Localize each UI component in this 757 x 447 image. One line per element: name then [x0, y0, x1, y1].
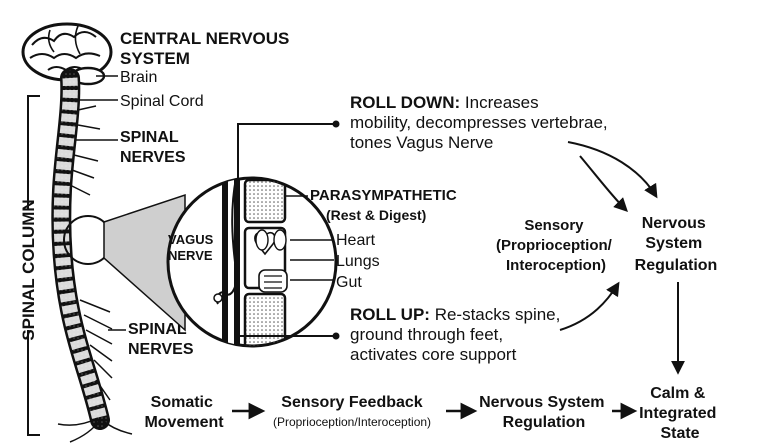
spine-icon — [51, 68, 133, 443]
calm-integrated-state-label: Calm & Integrated State — [639, 385, 721, 442]
nervous-system-regulation-bottom: Nervous System Regulation — [479, 394, 609, 431]
heart-label: Heart — [336, 232, 376, 249]
roll-up-text: ROLL UP: Re-stacks spine, ground through… — [350, 305, 565, 364]
rest-digest-label: (Rest & Digest) — [326, 207, 426, 223]
sensory-label: Sensory (Proprioception/ Interoception) — [496, 217, 616, 274]
brain-label: Brain — [120, 69, 157, 86]
spinal-nerves-upper-label: SPINAL NERVES — [120, 129, 186, 166]
roll-connectors — [237, 120, 340, 346]
somatic-movement-label: Somatic Movement — [144, 394, 224, 431]
sensory-feedback-label: Sensory Feedback — [281, 394, 423, 411]
lungs-label: Lungs — [336, 253, 380, 270]
lungs-icon — [255, 229, 287, 251]
parasympathetic-label: PARASYMPATHETIC — [310, 187, 457, 204]
magnification-callout — [63, 176, 338, 348]
spinal-column-bracket — [18, 95, 40, 436]
roll-down-text: ROLL DOWN: Increases mobility, decompres… — [350, 93, 612, 152]
spinal-column-label: SPINAL COLUMN — [19, 199, 38, 340]
cns-title: CENTRAL NERVOUS SYSTEM — [120, 29, 294, 68]
vagus-nerve-label: VAGUS NERVE — [168, 232, 217, 263]
cns-leader-lines — [80, 75, 126, 331]
gut-icon — [258, 269, 288, 293]
spinal-nerves-lower-label: SPINAL NERVES — [128, 321, 194, 358]
gut-label: Gut — [336, 274, 362, 291]
spinal-cord-label: Spinal Cord — [120, 93, 204, 110]
sensory-feedback-sub: (Proprioception/Interoception) — [273, 415, 431, 429]
flow-arrows-right — [559, 141, 685, 375]
nervous-system-regulation-label: Nervous System Regulation — [635, 215, 718, 274]
